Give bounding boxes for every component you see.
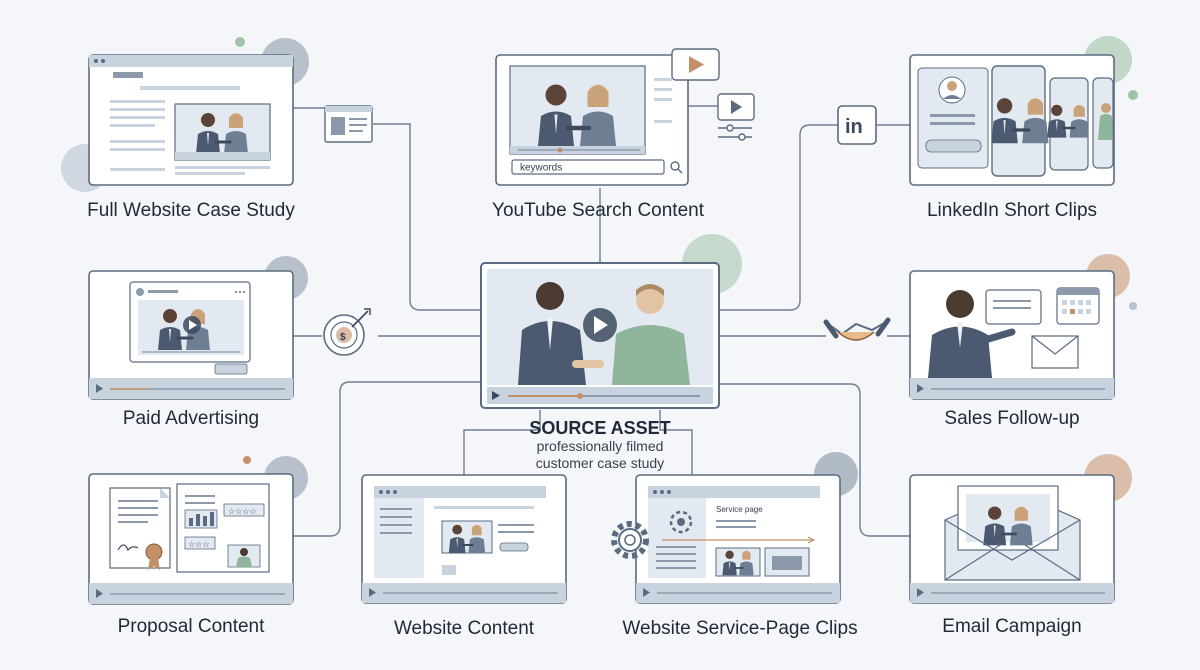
label-proposal-content: Proposal Content: [117, 616, 265, 637]
node-paid-advertising[interactable]: [88, 270, 294, 400]
dollar-sign-text: $: [340, 332, 346, 343]
sliders-icon: [718, 124, 752, 141]
source-asset-title: SOURCE ASSET: [529, 418, 671, 438]
youtube-search-keywords: keywords: [520, 163, 562, 174]
handshake-icon: [823, 317, 891, 341]
video-play-small-icon: [717, 93, 755, 121]
target-icon: $: [323, 308, 371, 356]
gear-icon: [611, 521, 649, 559]
node-linkedin-short-clips[interactable]: [909, 54, 1115, 186]
linkedin-icon-text: in: [845, 116, 863, 138]
node-email-campaign[interactable]: [909, 474, 1115, 604]
service-page-text: Service page: [716, 505, 763, 514]
source-asset-video[interactable]: [480, 262, 720, 409]
linkedin-icon: in: [837, 105, 877, 145]
youtube-play-icon: [671, 48, 720, 81]
label-email-campaign: Email Campaign: [942, 616, 1082, 637]
label-linkedin-short-clips: LinkedIn Short Clips: [926, 200, 1098, 221]
node-sales-follow-up[interactable]: [909, 270, 1115, 400]
svg-text:☆☆☆☆: ☆☆☆☆: [228, 507, 257, 516]
label-paid-advertising: Paid Advertising: [122, 408, 260, 429]
label-website-content: Website Content: [393, 618, 535, 639]
browser-window-icon: [324, 105, 373, 143]
label-youtube-search-content: YouTube Search Content: [492, 200, 704, 221]
svg-text:☆☆☆: ☆☆☆: [188, 540, 210, 549]
label-sales-follow-up: Sales Follow-up: [944, 408, 1080, 429]
node-website-content[interactable]: [361, 474, 567, 604]
node-youtube-search-content[interactable]: keywords: [495, 54, 689, 186]
node-full-website-case-study[interactable]: [88, 54, 294, 186]
node-website-service-page-clips[interactable]: Service page: [635, 474, 841, 604]
source-asset-subtitle: professionally filmed customer case stud…: [535, 438, 665, 471]
connector-lines: [293, 64, 910, 537]
label-website-service-page-clips: Website Service-Page Clips: [622, 618, 858, 639]
label-full-website-case-study: Full Website Case Study: [87, 200, 295, 221]
node-proposal-content[interactable]: ☆☆☆☆ ☆☆☆: [88, 473, 294, 605]
